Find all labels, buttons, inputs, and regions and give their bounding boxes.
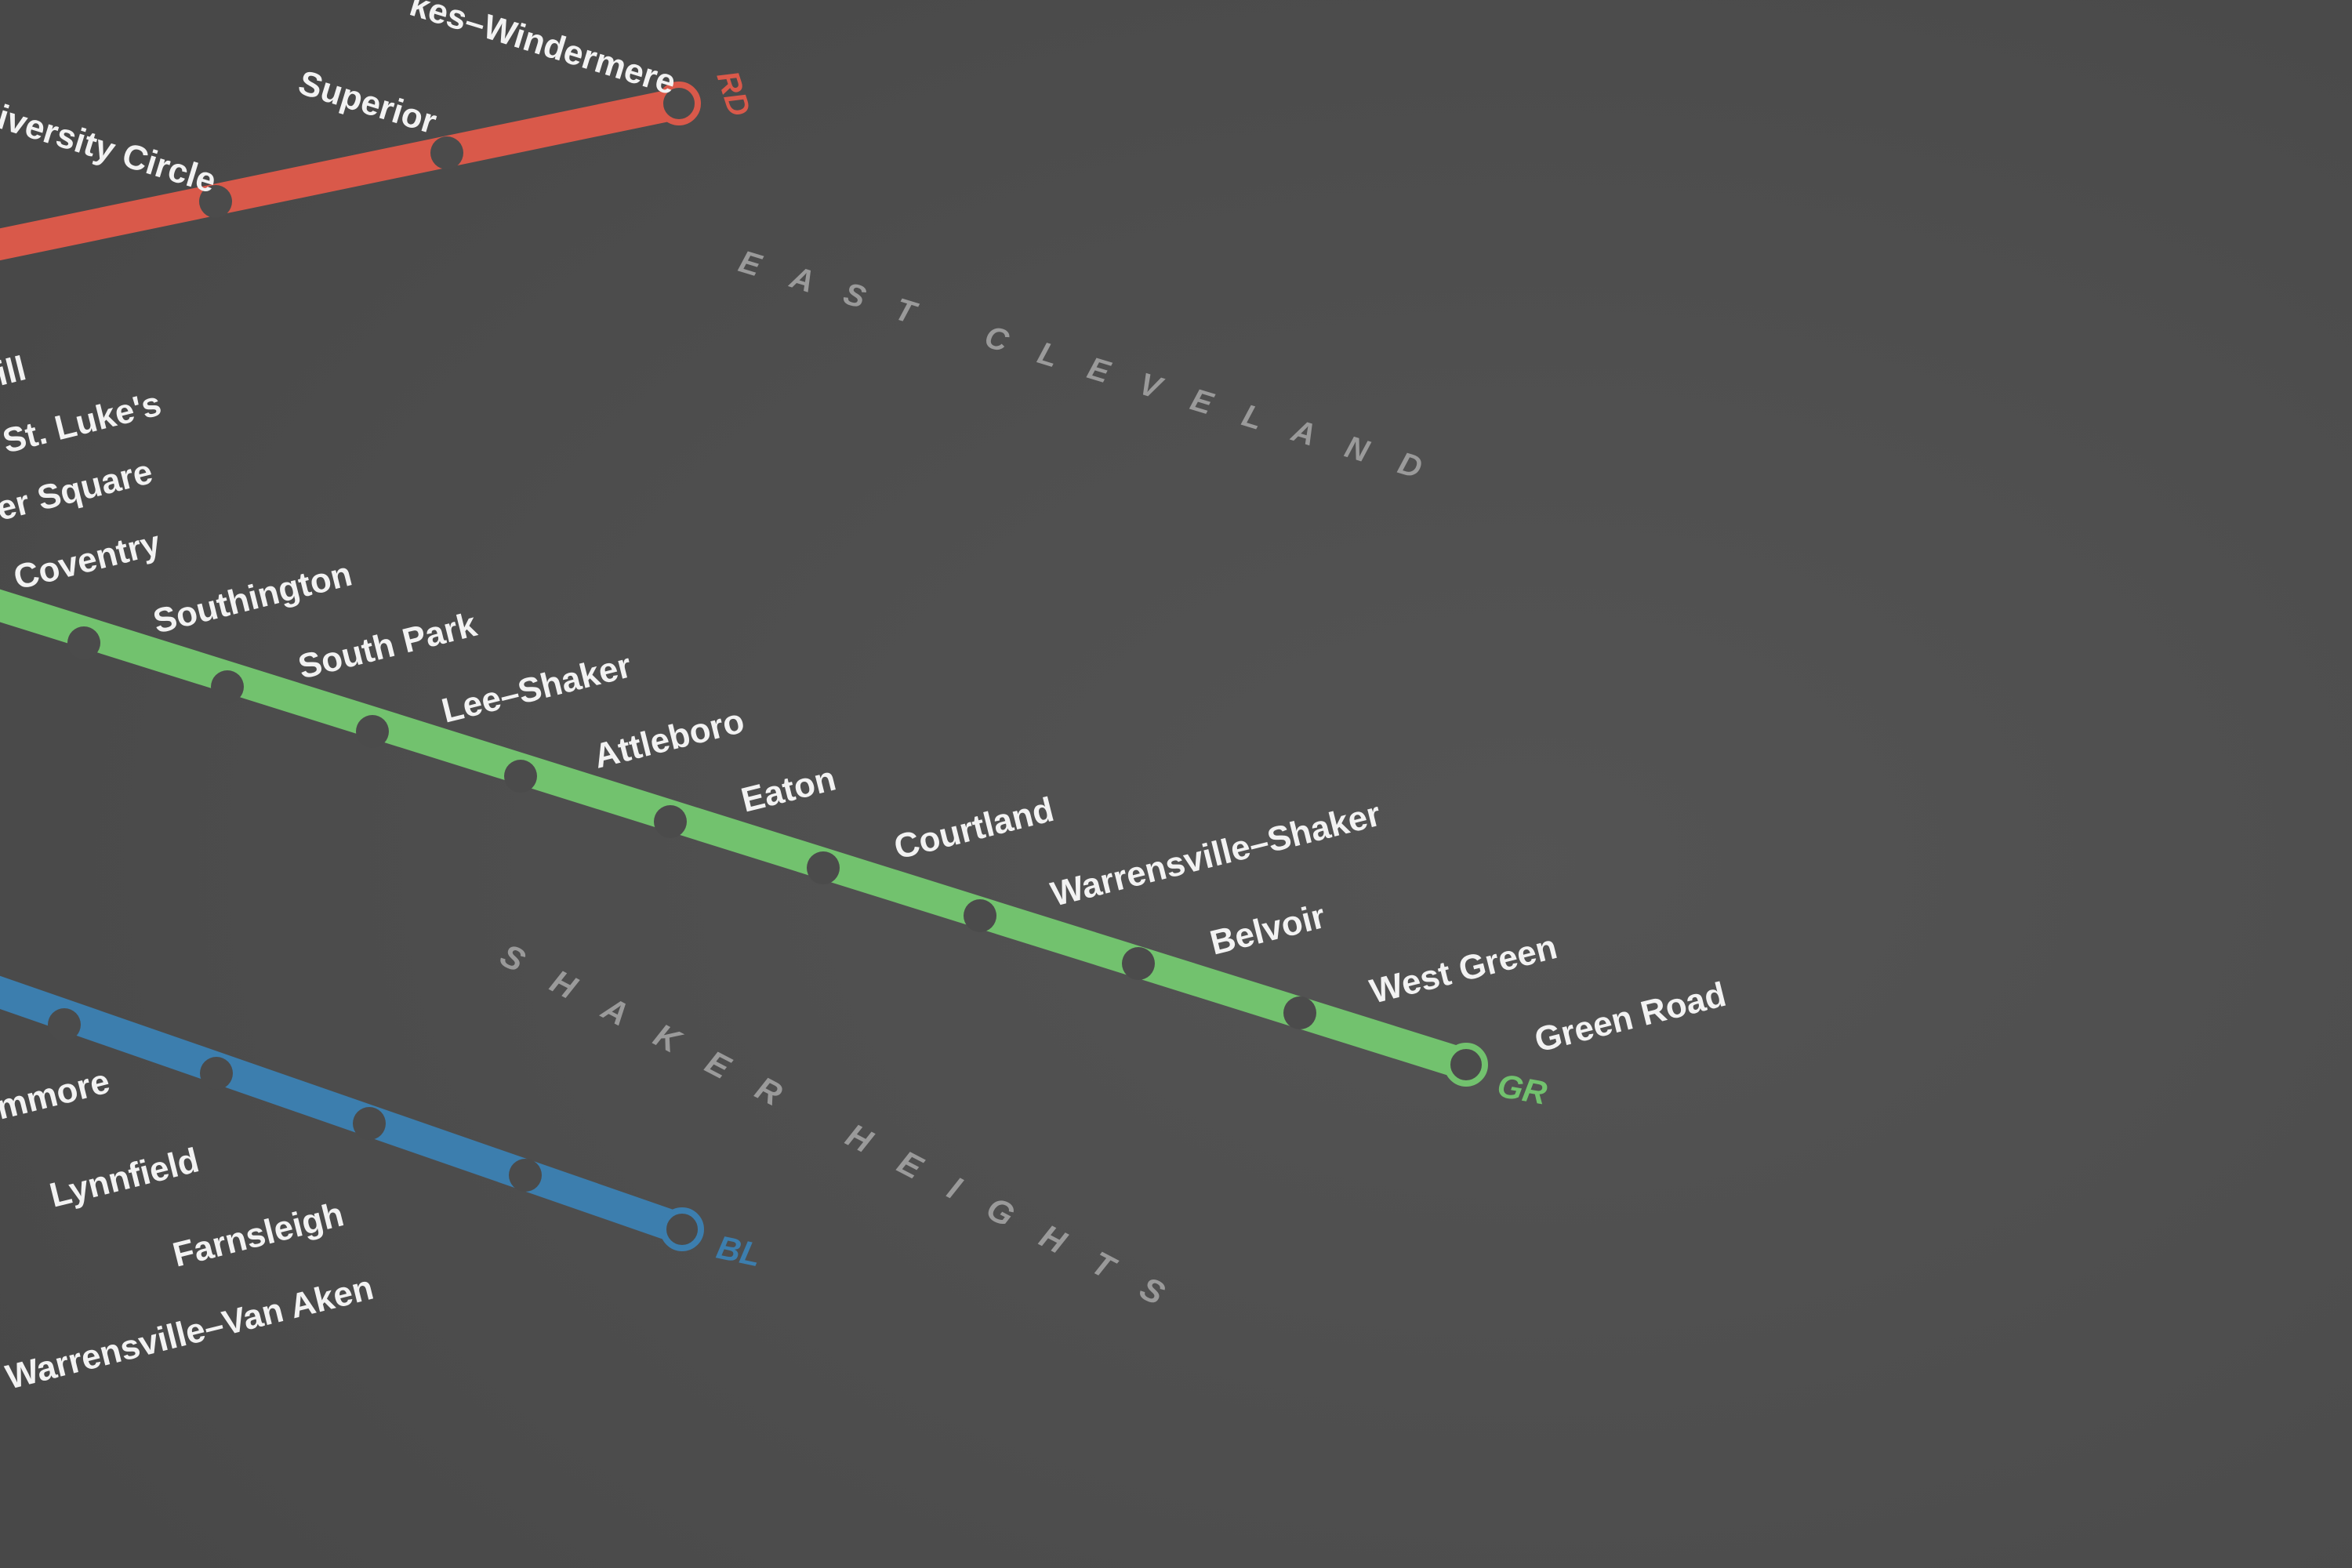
station-dot-belvoir[interactable] [1122, 947, 1155, 980]
line-code-green: GR [1494, 1067, 1550, 1112]
station-dot-south-park[interactable] [211, 670, 244, 703]
station-dot-lynnfield[interactable] [200, 1057, 233, 1090]
line-code-blue: BL [713, 1229, 764, 1274]
station-dot-courtland[interactable] [807, 851, 840, 884]
station-dot-attleboro[interactable] [504, 760, 537, 793]
station-dot-southington[interactable] [67, 626, 100, 659]
station-dot-farnsleigh[interactable] [353, 1107, 386, 1140]
line-red-track [0, 88, 695, 261]
terminal-dot-blue[interactable] [660, 1207, 704, 1251]
station-dot-eaton[interactable] [654, 805, 687, 838]
station-dot-university-circle[interactable] [199, 185, 232, 218]
station-dot-superior[interactable] [430, 136, 463, 169]
station-dot-warrensville-van-aken[interactable] [509, 1159, 542, 1192]
station-dot-west-green[interactable] [1283, 996, 1316, 1029]
station-dot-lee-shaker[interactable] [356, 715, 389, 748]
terminal-dot-red[interactable] [657, 82, 701, 125]
terminal-dot-green[interactable] [1444, 1043, 1488, 1087]
station-dot-drummore[interactable] [48, 1008, 81, 1041]
station-dot-warrensville-shaker[interactable] [964, 899, 996, 932]
line-blue-track [0, 975, 698, 1245]
